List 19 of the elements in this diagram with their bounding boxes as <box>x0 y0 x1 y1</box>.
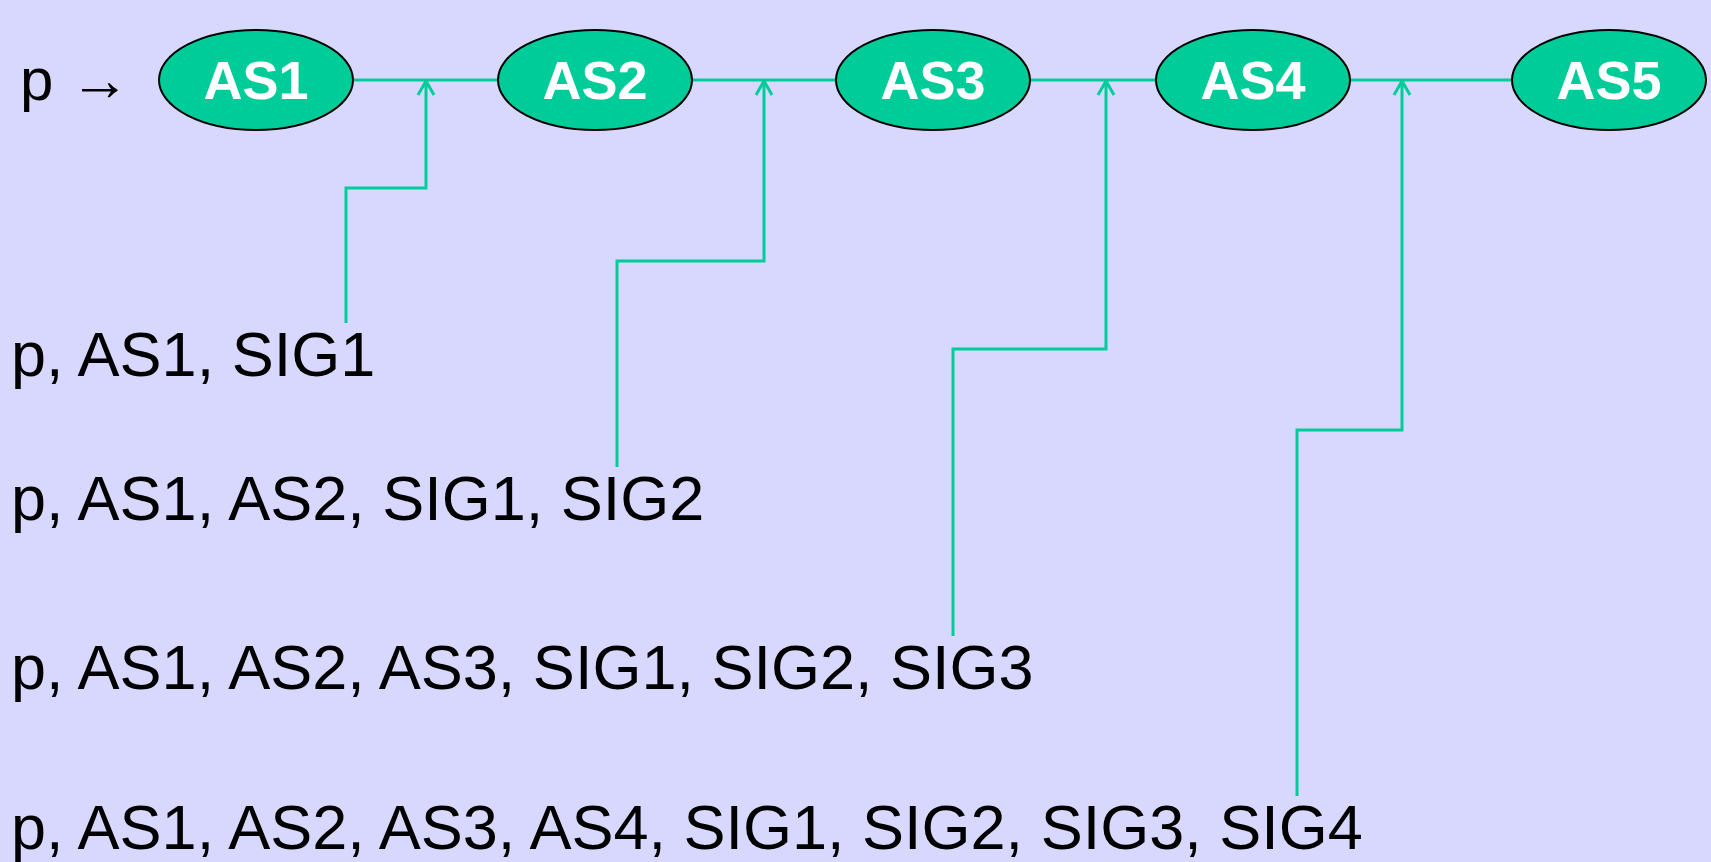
arrow <box>951 79 1116 636</box>
as-label: AS1 <box>203 53 309 107</box>
as-label: AS5 <box>1556 53 1662 107</box>
connector-line <box>354 78 497 82</box>
as-ellipse <box>158 29 354 131</box>
prefix-label: p → <box>19 50 130 110</box>
arrow <box>344 79 436 323</box>
arrow <box>615 79 774 467</box>
as-label: AS3 <box>880 53 986 107</box>
as-ellipse <box>1155 29 1351 131</box>
connector-line <box>693 78 835 82</box>
as-label: AS4 <box>1200 53 1306 107</box>
arrow <box>1295 79 1412 796</box>
as-label: AS2 <box>542 53 648 107</box>
as-ellipse <box>835 29 1031 131</box>
as-ellipse <box>497 29 693 131</box>
connector-line <box>1351 78 1511 82</box>
connector-line <box>1031 78 1155 82</box>
as-ellipse <box>1511 29 1707 131</box>
